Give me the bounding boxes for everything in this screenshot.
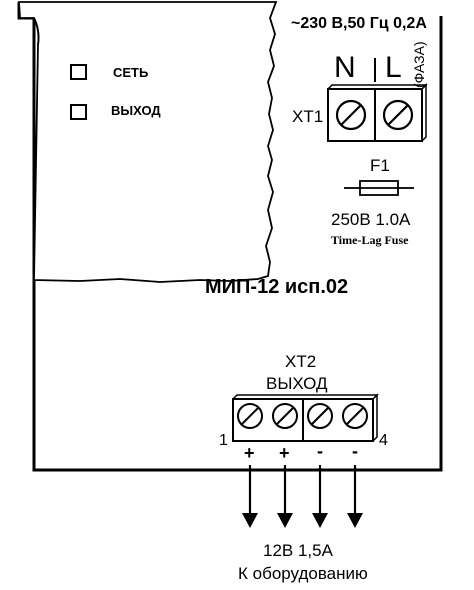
indicator-label-set: СЕТЬ — [113, 65, 149, 80]
xt2-pin-first: 1 — [219, 432, 228, 449]
torn-label-edge — [18, 1, 278, 283]
output-rating: 12В 1,5А — [263, 541, 333, 560]
polarity-3: - — [317, 441, 323, 461]
polarity-2: + — [279, 443, 290, 463]
xt2-pin-last: 4 — [379, 432, 388, 449]
indicator-set-square — [70, 64, 87, 80]
xt1-designator: XT1 — [292, 107, 324, 126]
fuse-rating: 250В 1.0А — [331, 210, 411, 229]
xt1-pin-l-label: L — [385, 51, 402, 84]
indicator-label-output: ВЫХОД — [111, 103, 161, 118]
fuse-designator: F1 — [370, 156, 390, 175]
device-model: МИП-12 исп.02 — [205, 276, 349, 298]
xt2-designator: XT2 — [285, 352, 317, 371]
xt2-name: ВЫХОД — [266, 374, 328, 393]
xt1-terminal-block — [327, 58, 428, 142]
fuse-type: Time-Lag Fuse — [331, 233, 409, 247]
indicator-output-square — [70, 104, 87, 120]
fuse-symbol — [344, 180, 414, 196]
polarity-1: + — [244, 443, 255, 463]
output-wires — [242, 465, 363, 528]
phase-note: (ФАЗА) — [411, 41, 427, 88]
output-destination: К оборудованию — [238, 564, 368, 583]
polarity-4: - — [352, 441, 358, 461]
xt1-pin-n-label: N — [334, 51, 356, 84]
xt2-terminal-block — [232, 393, 379, 442]
supply-rating: ~230 В,50 Гц 0,2А — [291, 15, 427, 32]
